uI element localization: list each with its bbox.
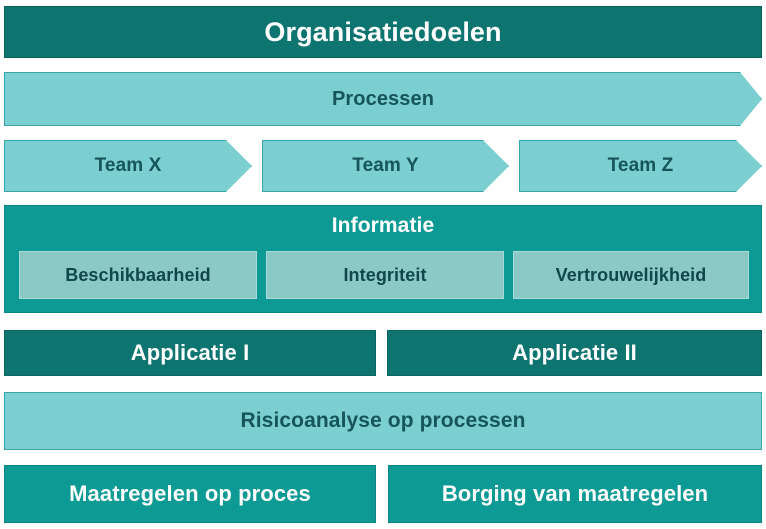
maatregelen-op-proces-box: Maatregelen op proces xyxy=(4,465,376,523)
team-chevron-x: Team X xyxy=(4,140,252,192)
risicoanalyse-band: Risicoanalyse op processen xyxy=(4,392,762,450)
informatie-panel: Informatie Beschikbaarheid Integriteit V… xyxy=(4,205,762,313)
processen-chevron: Processen xyxy=(4,72,762,126)
informatie-aspect-integriteit: Integriteit xyxy=(266,251,504,299)
applicatie-box-2: Applicatie II xyxy=(387,330,762,376)
organisatiedoelen-banner: Organisatiedoelen xyxy=(4,6,762,58)
team-chevron-z: Team Z xyxy=(519,140,762,192)
borging-van-maatregelen-box: Borging van maatregelen xyxy=(388,465,762,523)
informatie-aspect-vertrouwelijkheid: Vertrouwelijkheid xyxy=(513,251,749,299)
team-chevron-y: Team Y xyxy=(262,140,509,192)
applicatie-box-1: Applicatie I xyxy=(4,330,376,376)
informatie-title: Informatie xyxy=(331,214,435,237)
informatie-aspect-beschikbaarheid: Beschikbaarheid xyxy=(19,251,257,299)
informatie-aspects: Beschikbaarheid Integriteit Vertrouwelij… xyxy=(5,251,761,305)
